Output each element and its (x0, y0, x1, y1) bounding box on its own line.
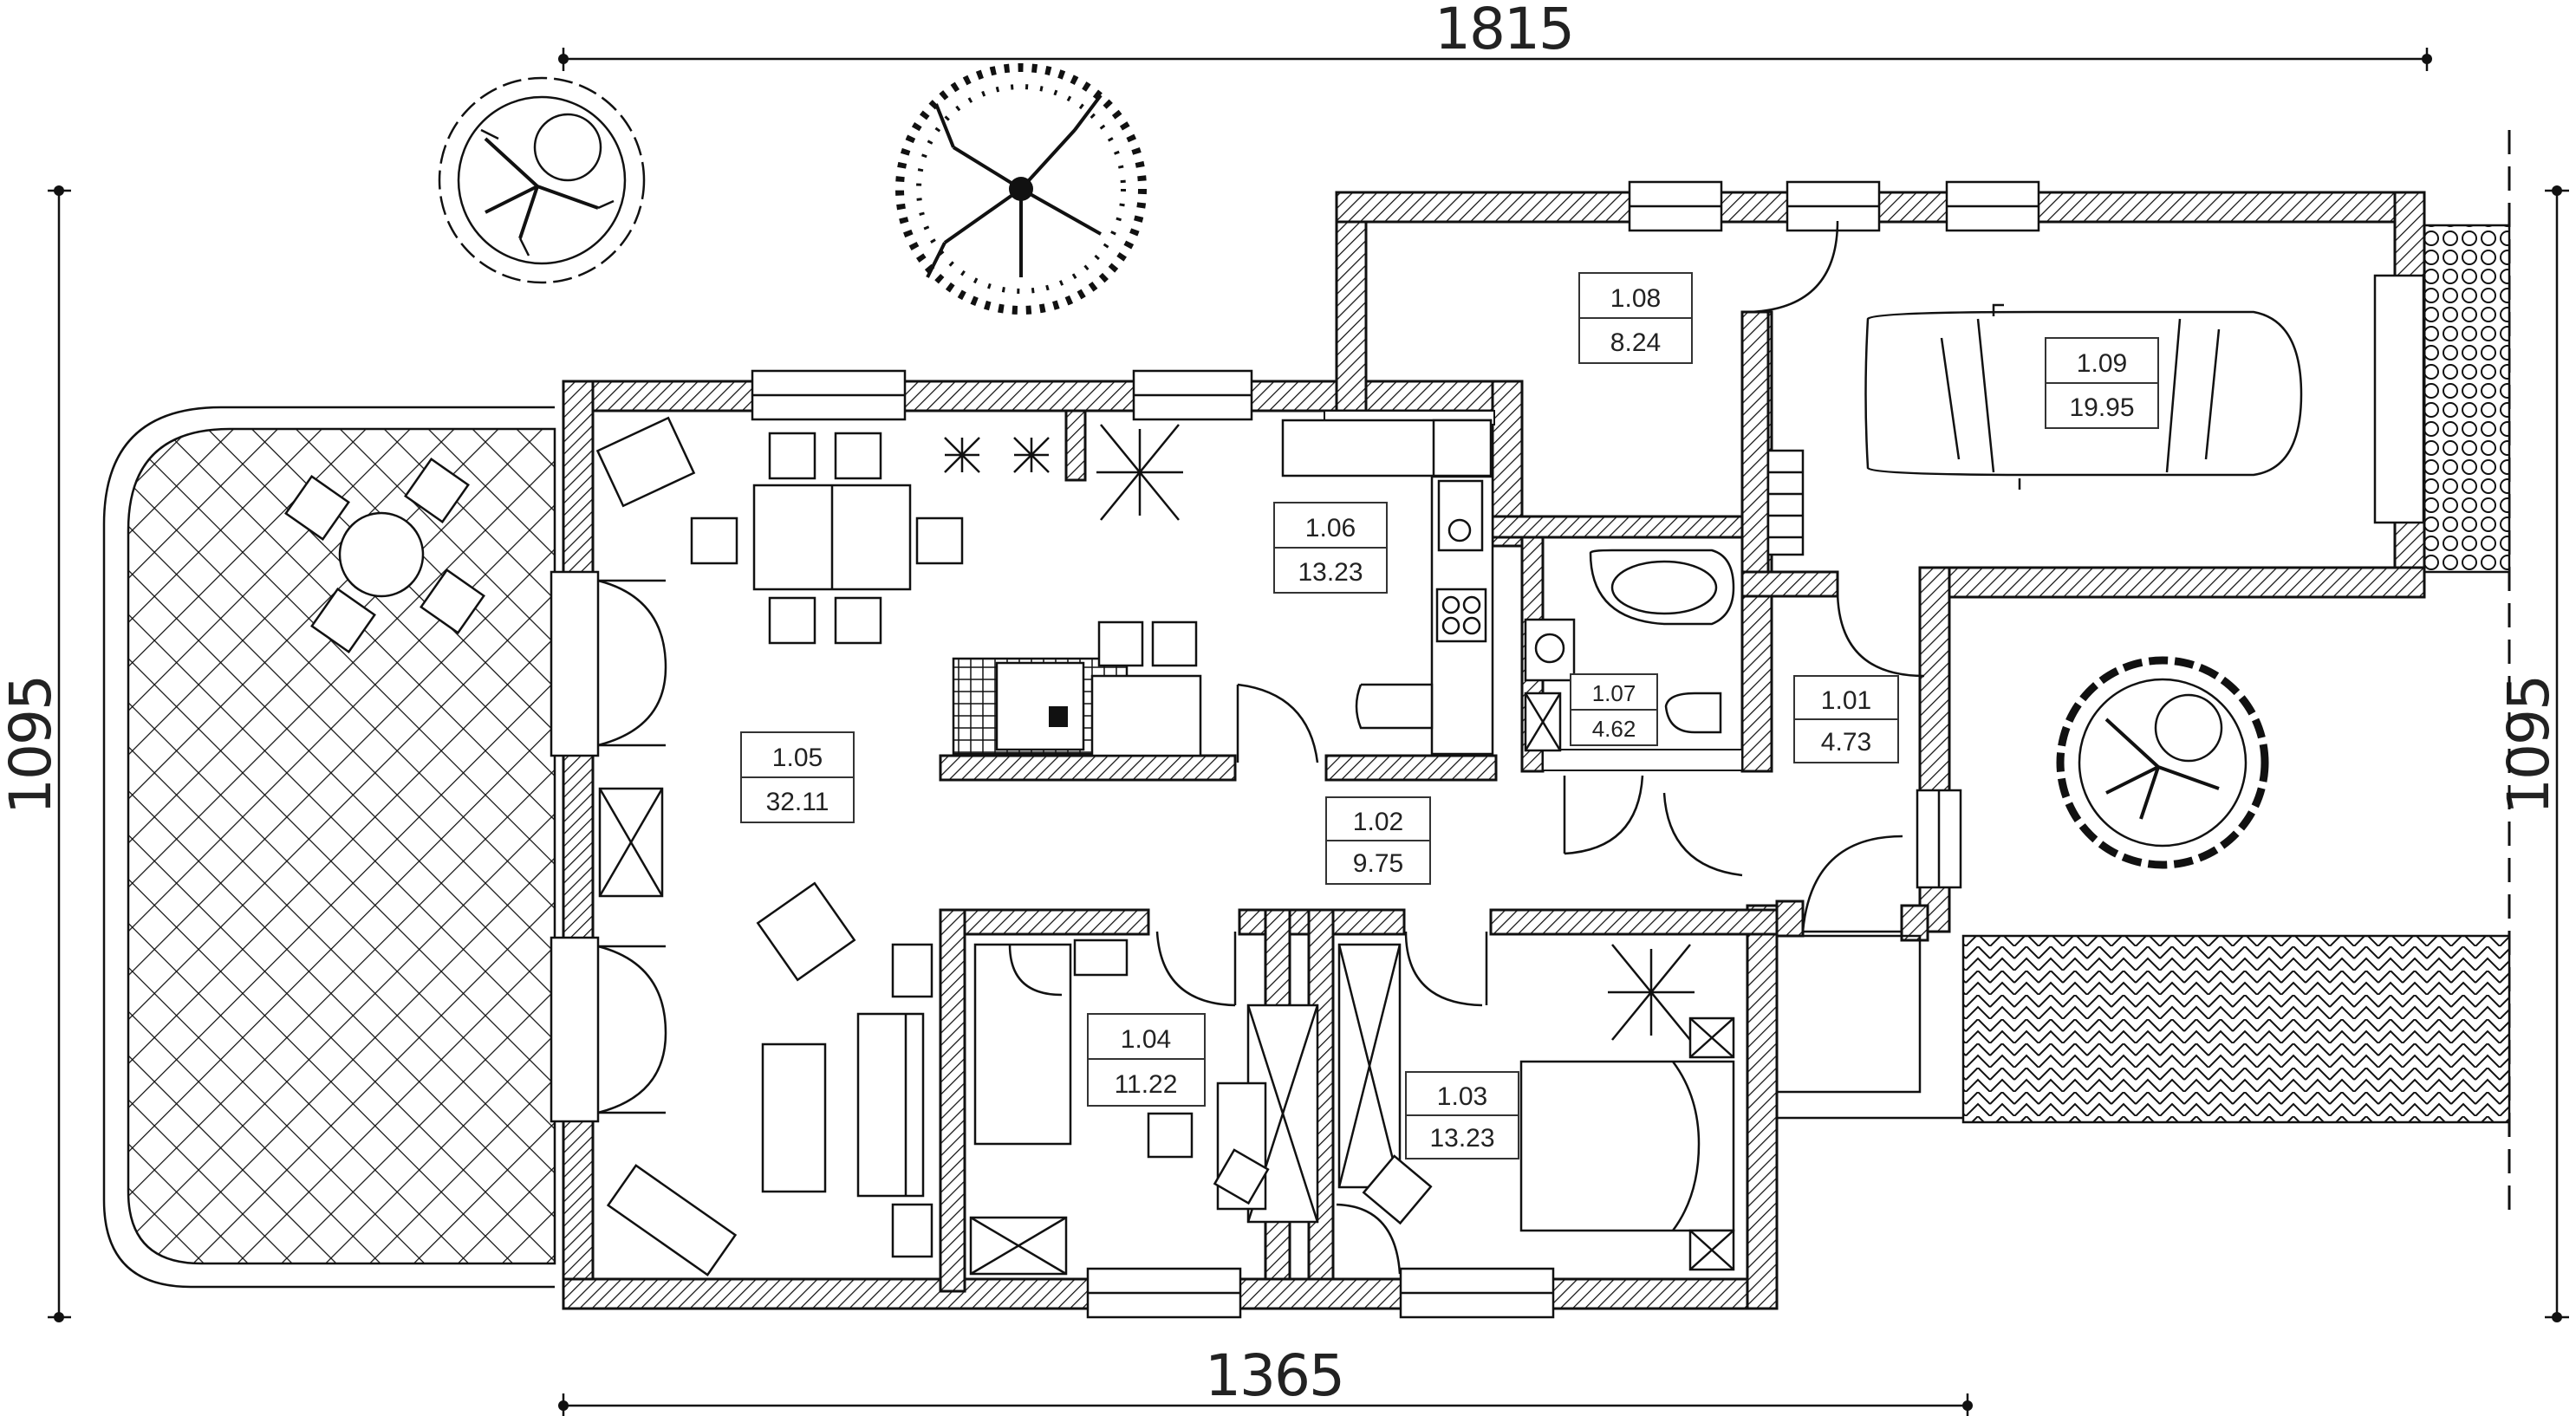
dimension-left: 1095 (0, 185, 71, 1322)
room-label-1.06: 1.06 13.23 (1273, 502, 1388, 594)
room-number: 1.08 (1610, 284, 1661, 313)
windows (751, 180, 2425, 1319)
room-area: 32.11 (766, 788, 829, 816)
room-area: 4.62 (1592, 716, 1636, 742)
room-number: 1.01 (1821, 686, 1871, 715)
dimension-left-label: 1095 (0, 676, 64, 815)
dimension-right: 1095 (2495, 185, 2569, 1322)
dimension-right-label: 1095 (2495, 676, 2562, 815)
room-number: 1.05 (772, 744, 823, 772)
room-label-1.05: 1.05 32.11 (740, 731, 855, 823)
room-number: 1.07 (1592, 680, 1636, 706)
shrub-top-left (438, 76, 646, 284)
room-label-1.01: 1.01 4.73 (1793, 675, 1899, 763)
room-label-1.07: 1.07 4.62 (1570, 673, 1658, 746)
doors (550, 220, 1963, 1275)
dimension-top-label: 1815 (1434, 0, 1573, 62)
room-area: 13.23 (1298, 558, 1363, 587)
driveway-pavers (1961, 934, 2511, 1124)
room-number: 1.02 (1353, 808, 1403, 836)
room-area: 19.95 (2069, 393, 2134, 422)
room-area: 9.75 (1353, 849, 1403, 878)
room-area: 8.24 (1610, 328, 1661, 357)
shrub-right (2056, 656, 2269, 869)
dimension-bottom-label: 1365 (1205, 1342, 1343, 1409)
room-area: 13.23 (1429, 1124, 1494, 1153)
room-label-1.02: 1.02 9.75 (1325, 796, 1431, 885)
garage-apron-cobbles (2421, 224, 2511, 574)
dimension-top: 1815 (558, 0, 2432, 71)
room-label-1.04: 1.04 11.22 (1087, 1013, 1206, 1107)
furniture (595, 416, 1805, 1276)
room-area: 11.22 (1115, 1070, 1178, 1099)
room-number: 1.03 (1437, 1082, 1487, 1111)
tree-top (895, 63, 1147, 315)
room-number: 1.04 (1121, 1025, 1171, 1054)
room-area: 4.73 (1821, 728, 1871, 757)
room-label-1.09: 1.09 19.95 (2045, 337, 2159, 429)
room-number: 1.09 (2077, 349, 2127, 378)
terrace (102, 406, 556, 1289)
room-label-1.03: 1.03 13.23 (1405, 1071, 1519, 1159)
room-label-1.08: 1.08 8.24 (1578, 272, 1693, 364)
dimension-bottom: 1365 (558, 1342, 1973, 1416)
room-number: 1.06 (1305, 514, 1356, 542)
